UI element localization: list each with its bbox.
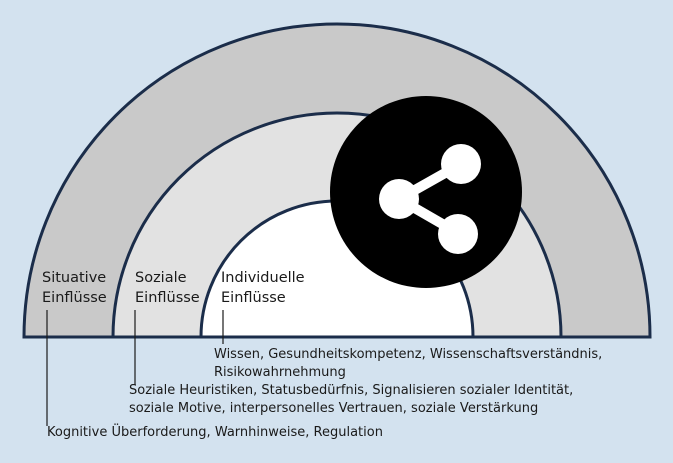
description-soziale: Soziale Heuristiken, Statusbedürfnis, Si… [129, 383, 574, 416]
share-icon [379, 144, 481, 254]
label-soziale: Soziale Einflüsse [135, 270, 200, 306]
share-badge [330, 96, 522, 288]
description-situative: Kognitive Überforderung, Warnhinweise, R… [47, 425, 383, 440]
share-button[interactable] [330, 96, 522, 288]
label-individuelle: Individuelle Einflüsse [221, 270, 305, 306]
description-individuelle: Wissen, Gesundheitskompetenz, Wissenscha… [214, 347, 603, 380]
label-situative: Situative Einflüsse [42, 270, 107, 306]
